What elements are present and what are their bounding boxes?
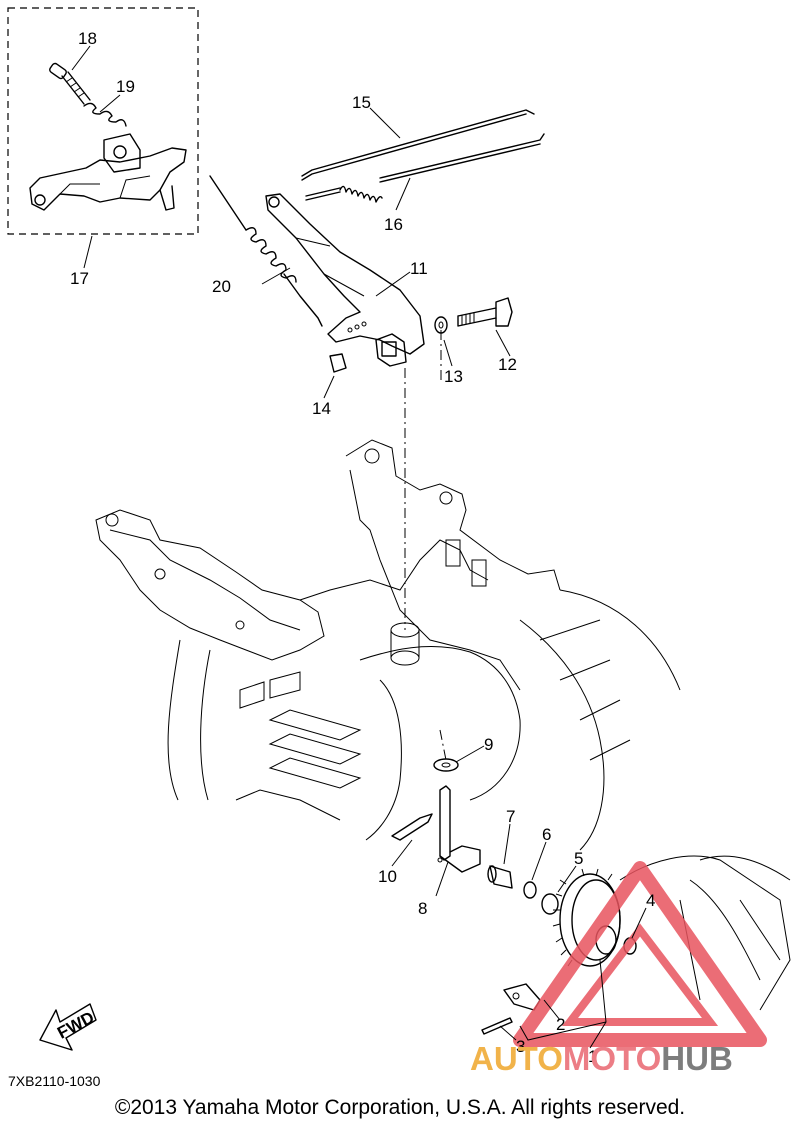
callout-5: 5 xyxy=(574,849,583,868)
callout-7: 7 xyxy=(506,807,515,826)
callout-4: 4 xyxy=(646,891,655,910)
subassembly-box xyxy=(7,7,199,235)
weight-2 xyxy=(503,983,541,1011)
callout-8: 8 xyxy=(418,899,427,918)
callout-labels: 1 2 3 4 5 6 7 8 9 10 11 12 13 14 15 16 1… xyxy=(70,29,655,1066)
bolt-18 xyxy=(49,62,91,105)
rod-15 xyxy=(301,109,535,181)
callout-1: 1 xyxy=(588,1047,597,1066)
washer-6 xyxy=(523,881,537,899)
lever-11 xyxy=(265,193,425,367)
collar-7 xyxy=(487,865,513,889)
callout-11: 11 xyxy=(410,259,428,278)
callout-6: 6 xyxy=(542,825,551,844)
callout-13: 13 xyxy=(444,367,463,386)
callout-14: 14 xyxy=(312,399,331,418)
washer-5 xyxy=(541,893,559,915)
rod-16 xyxy=(305,133,545,203)
callout-9: 9 xyxy=(484,735,493,754)
callout-15: 15 xyxy=(352,93,371,112)
bracket-17 xyxy=(29,133,187,211)
shaft-lever-8 xyxy=(437,785,481,873)
bolt-12 xyxy=(457,297,513,327)
engine-frame xyxy=(95,439,791,1011)
callout-10: 10 xyxy=(378,867,397,886)
leader-lines xyxy=(71,45,647,1049)
cotter-pin-10 xyxy=(391,813,433,841)
callout-3: 3 xyxy=(516,1037,525,1056)
copyright-notice: ©2013 Yamaha Motor Corporation, U.S.A. A… xyxy=(114,1096,686,1119)
callout-2: 2 xyxy=(556,1015,565,1034)
watermark-brand: AUTOMOTOHUB xyxy=(470,1040,733,1078)
drawing-code: 7XB2110-1030 xyxy=(8,1073,101,1089)
callout-20: 20 xyxy=(212,277,231,296)
callout-18: 18 xyxy=(78,29,97,48)
nut-14 xyxy=(329,353,347,373)
spring-19 xyxy=(83,102,127,127)
spring-20 xyxy=(209,175,323,327)
watermark-part-hub: HUB xyxy=(661,1040,733,1077)
pin-3 xyxy=(481,1017,513,1035)
watermark-triangle xyxy=(513,861,767,1047)
fwd-arrow-icon: FWD xyxy=(39,1003,97,1051)
callout-19: 19 xyxy=(116,77,135,96)
callout-17: 17 xyxy=(70,269,89,288)
watermark-part-auto: AUTO xyxy=(470,1040,563,1077)
callout-16: 16 xyxy=(384,215,403,234)
callout-12: 12 xyxy=(498,355,517,374)
watermark-part-moto: MOTO xyxy=(562,1040,662,1077)
washer-9 xyxy=(433,758,459,772)
